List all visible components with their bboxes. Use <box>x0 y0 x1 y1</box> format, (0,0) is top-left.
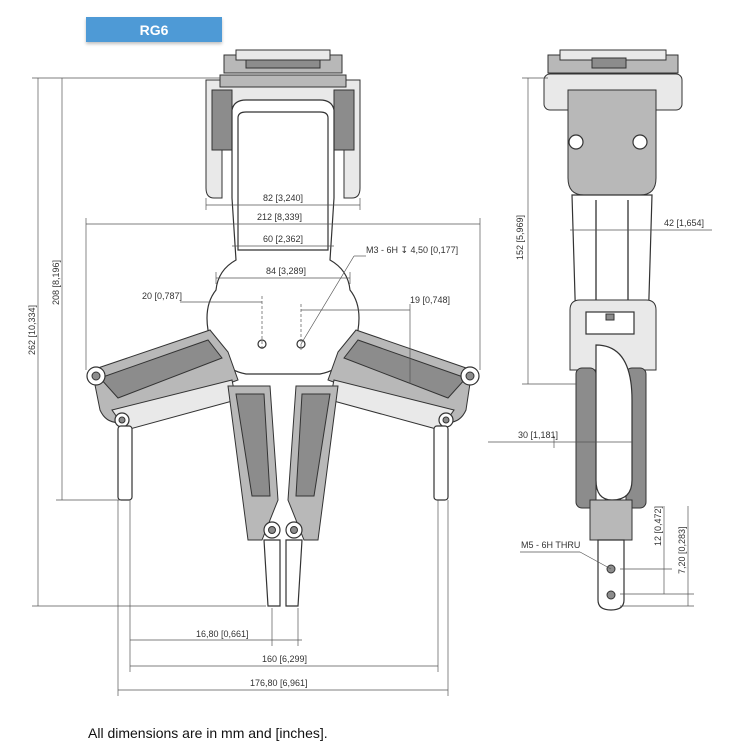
side-bolt-right <box>632 134 648 150</box>
dim-176-80: 176,80 [6,961] <box>250 678 308 688</box>
side-view <box>543 49 683 611</box>
side-wheel <box>595 344 633 501</box>
dimension-lines <box>32 77 712 696</box>
front-lower-fingers <box>227 385 339 607</box>
dim-60: 60 [2,362] <box>263 234 303 244</box>
dim-16-80: 16,80 [0,661] <box>196 629 249 639</box>
dim-208: 208 [8,196] <box>51 260 61 305</box>
m5-hole-lower <box>606 590 616 600</box>
side-bolt-left <box>568 134 584 150</box>
dim-42: 42 [1,654] <box>664 218 704 228</box>
dim-20: 20 [0,787] <box>142 291 182 301</box>
dim-m3: M3 - 6H ↧ 4,50 [0,177] <box>366 245 458 255</box>
dim-m5: M5 - 6H THRU <box>521 540 580 550</box>
front-top-mount <box>223 49 343 74</box>
front-right-arm <box>327 329 480 501</box>
footnote: All dimensions are in mm and [inches]. <box>88 725 328 741</box>
dim-30: 30 [1,181] <box>518 430 558 440</box>
dim-84: 84 [3,289] <box>266 266 306 276</box>
front-neck <box>206 99 360 375</box>
dim-212: 212 [8,339] <box>257 212 302 222</box>
dim-82: 82 [3,240] <box>263 193 303 203</box>
side-top-mount <box>547 49 679 74</box>
dim-12: 12 [0,472] <box>653 506 663 546</box>
dim-160: 160 [6,299] <box>262 654 307 664</box>
dim-19: 19 [0,748] <box>410 295 450 305</box>
side-fingertip <box>597 539 625 611</box>
dim-262: 262 [10,334] <box>27 305 37 355</box>
dim-7-20: 7,20 [0,283] <box>677 526 687 574</box>
front-left-arm <box>86 329 239 501</box>
side-finger-left <box>575 367 597 509</box>
dim-152: 152 [5,969] <box>515 215 525 260</box>
front-view <box>86 49 480 607</box>
dimension-labels: 82 [3,240] 212 [8,339] 60 [2,362] 84 [3,… <box>27 193 704 688</box>
title-badge: RG6 <box>86 17 222 42</box>
